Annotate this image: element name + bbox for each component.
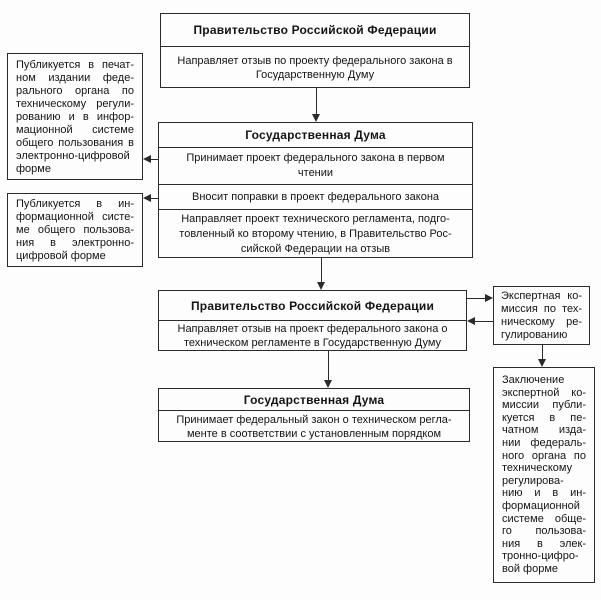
duma-first-title: Государственная Дума	[159, 123, 472, 148]
gov-second-box: Правительство Российской Федерации Напра…	[158, 290, 467, 351]
gov-top-action: Направляет отзыв по проекту федерального…	[177, 54, 453, 81]
duma-amendments-row: Вносит поправки в проект федерального за…	[159, 184, 472, 209]
connector-govtop-duma-line	[316, 88, 317, 115]
arrowhead-left-icon	[143, 155, 151, 163]
duma-second-action: Принимает федеральный закон о техническо…	[176, 413, 452, 440]
arrowhead-down-icon	[538, 359, 546, 367]
duma-second-box: Государственная Дума Принимает федеральн…	[158, 388, 470, 442]
connector-gov2-expert-line	[467, 298, 487, 299]
duma-first-reading-row: Принимает проект федерального закона в п…	[186, 152, 445, 179]
publish-print-box: Публикуется в печат-ном издании феде-рал…	[7, 53, 143, 180]
gov-second-title: Правительство Российской Федерации	[159, 291, 466, 321]
connector-expert-conclusion-line	[542, 345, 543, 360]
expert-commission-box: Экспертная ко-миссия по тех-ническому ре…	[493, 286, 590, 345]
connector-duma-pubprint-line	[150, 159, 159, 160]
duma-second-title: Государственная Дума	[159, 389, 469, 411]
connector-duma-pubinfo-line	[150, 198, 159, 199]
arrowhead-right-icon	[485, 294, 493, 302]
connector-expert-gov2-line	[474, 321, 493, 322]
gov-top-title: Правительство Российской Федерации	[161, 14, 469, 47]
connector-duma-gov2-line	[321, 258, 322, 283]
arrowhead-down-icon	[324, 380, 332, 388]
duma-send-draft-row: Направляет проект технического регламент…	[159, 209, 472, 258]
arrowhead-down-icon	[317, 282, 325, 290]
arrowhead-down-icon	[312, 114, 320, 122]
publish-info-box: Публикуется в ин-формационной систе-ме о…	[7, 193, 143, 267]
gov-second-action: Направляет отзыв на проект федерального …	[177, 323, 448, 349]
arrowhead-left-icon	[143, 194, 151, 202]
arrowhead-left-icon	[467, 317, 475, 325]
connector-gov2-duma2-line	[328, 351, 329, 381]
gov-top-box: Правительство Российской Федерации Напра…	[160, 13, 470, 88]
duma-first-box: Государственная Дума Принимает проект фе…	[158, 122, 473, 258]
